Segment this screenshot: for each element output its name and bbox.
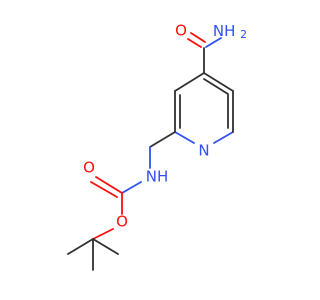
bond-tert-carbon-methyl-left — [67, 238, 94, 255]
molecule-canvas: O NH 2 N NH O O — [67, 21, 248, 271]
bond-ester-oxygen-tert-carbon — [92, 228, 114, 240]
amide-nitrogen-subscript: 2 — [240, 28, 247, 41]
amide-nitrogen-symbol: NH — [213, 22, 236, 40]
bond-amide-carbon-nitrogen — [205, 37, 222, 48]
carbamate-nitrogen-label: NH — [146, 168, 169, 186]
bond-amide-carbon-oxygen-1 — [187, 38, 202, 48]
bond-ring-nitrogen-c6 — [213, 131, 234, 144]
bond-carbamate-carbon-carbonyl-2 — [90, 181, 118, 198]
carbonyl-oxygen-label: O — [83, 159, 95, 177]
bond-ring-c5-c4-inner — [203, 78, 229, 95]
ester-oxygen-label: O — [116, 213, 128, 231]
bond-ring-c5-c4 — [203, 72, 234, 92]
bond-ring-c2-methylene — [149, 131, 176, 148]
bond-tert-carbon-methyl-right — [92, 238, 119, 255]
amide-nitrogen-label: NH 2 — [213, 22, 247, 42]
bond-ring-c4-c3 — [174, 72, 205, 92]
pyridine-nitrogen-label: N — [198, 142, 209, 160]
bond-amide-carbon-oxygen-2 — [190, 32, 206, 43]
amide-oxygen-label: O — [175, 22, 187, 40]
bond-ring-c2-nitrogen — [174, 131, 195, 144]
bond-carbamate-nitrogen-carbon — [121, 181, 142, 194]
bond-carbamate-carbon-carbonyl-1 — [95, 176, 123, 194]
structure-drawing: O NH 2 N NH O O — [67, 22, 247, 271]
